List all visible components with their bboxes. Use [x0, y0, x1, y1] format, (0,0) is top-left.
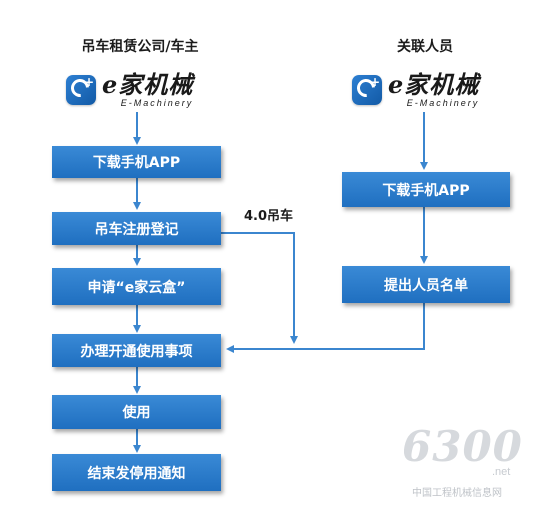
left-column-title: 吊车租赁公司/车主 — [81, 39, 199, 55]
right-column-title: 关联人员 — [397, 39, 453, 55]
logo-chinese-text: e家机械 — [102, 69, 194, 99]
connector-label-4-0: 4.0吊车 — [244, 209, 294, 224]
step-download-app-left: 下载手机APP — [52, 146, 221, 178]
right-logo: + e家机械 E-Machinery — [352, 70, 479, 110]
arrow-branch-4-0 — [221, 232, 298, 344]
watermark-site: 中国工程机械信息网 — [412, 488, 502, 499]
logo-chinese-text: e家机械 — [388, 69, 480, 99]
e-machinery-logo-icon: + — [352, 75, 382, 105]
step-use: 使用 — [52, 395, 221, 429]
step-download-app-right: 下载手机APP — [342, 172, 510, 207]
step-crane-registration: 吊车注册登记 — [52, 212, 221, 245]
step-submit-personnel-list: 提出人员名单 — [342, 266, 510, 303]
step-stop-notice: 结束发停用通知 — [52, 454, 221, 491]
e-machinery-logo-icon: + — [66, 75, 96, 105]
step-activation-matters: 办理开通使用事项 — [52, 334, 221, 367]
watermark-number: 6300 — [402, 422, 523, 471]
arrow-right-to-step4 — [226, 302, 425, 353]
watermark-suffix: .net — [492, 466, 511, 478]
step-apply-cloud-box: 申请“e家云盒” — [52, 268, 221, 305]
left-logo: + e家机械 E-Machinery — [66, 70, 193, 110]
logo-english-text: E-Machinery — [406, 97, 480, 108]
logo-english-text: E-Machinery — [120, 97, 194, 108]
